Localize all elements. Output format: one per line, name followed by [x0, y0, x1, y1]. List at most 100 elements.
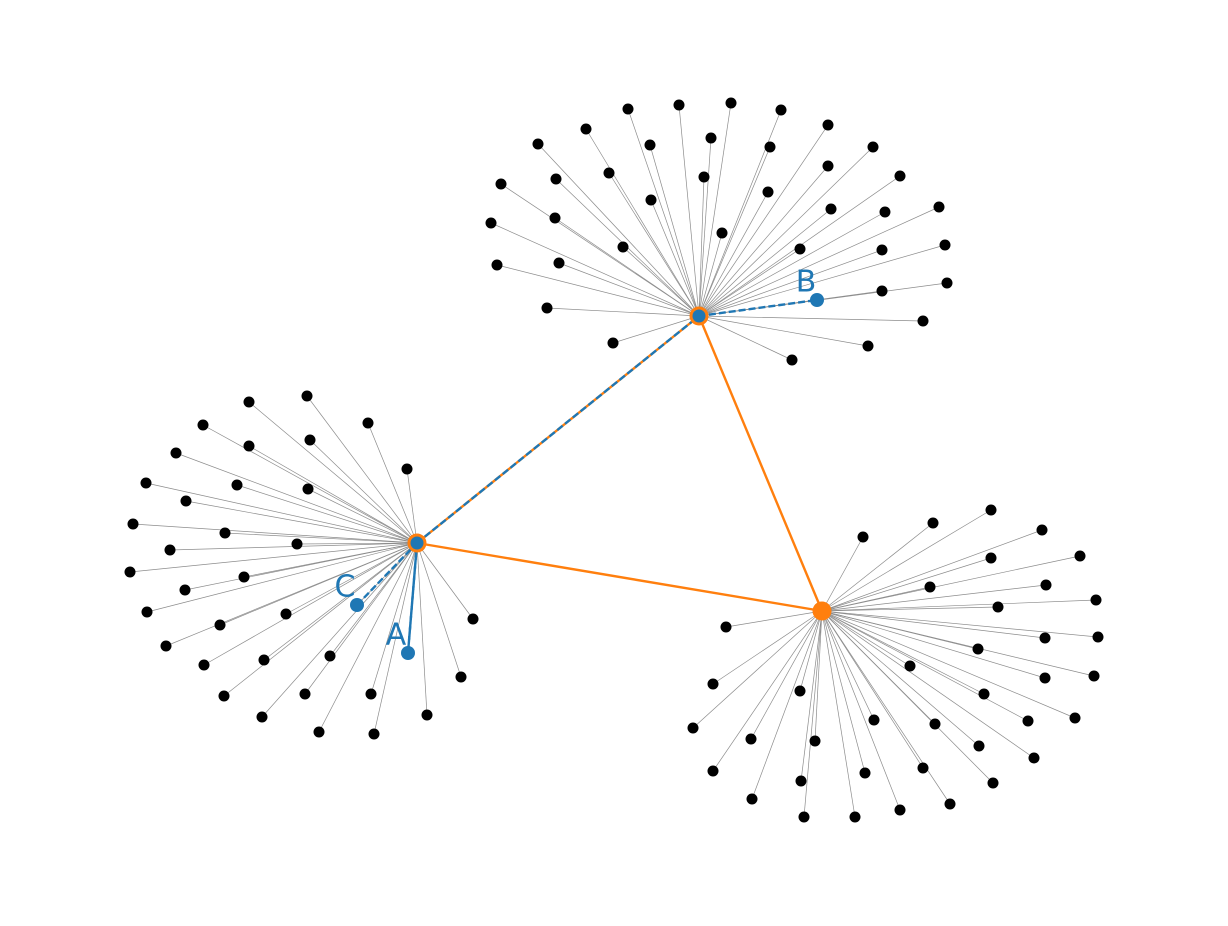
leaf-edge [698, 146, 874, 317]
leaf-node [580, 123, 592, 135]
leaf-node [607, 337, 619, 349]
leaf-node [985, 552, 997, 564]
leaf-node [972, 643, 984, 655]
leaf-edge [608, 172, 700, 317]
leaf-edge [132, 523, 418, 544]
leaf-edge [821, 610, 856, 818]
leaf-edge [821, 586, 931, 612]
leaf-node [849, 811, 861, 823]
leaf-edge [698, 146, 771, 317]
leaf-edge [698, 315, 793, 361]
leaf-node [707, 678, 719, 690]
node-label-a: A [386, 618, 407, 653]
leaf-node [795, 775, 807, 787]
leaf-node [867, 141, 879, 153]
leaf-edge [612, 315, 700, 344]
leaf-edge [751, 610, 823, 800]
leaf-node [764, 141, 776, 153]
leaf-node [198, 659, 210, 671]
leaf-edge [490, 222, 700, 317]
hub-top-path-marker [692, 309, 706, 323]
leaf-node [973, 740, 985, 752]
leaf-edge [698, 176, 705, 317]
leaf-edge [821, 610, 901, 811]
leaf-edge [821, 536, 864, 612]
leaf-edge [367, 422, 418, 544]
leaf-node [1028, 752, 1040, 764]
leaf-edge [821, 610, 1046, 679]
leaf-edge [373, 542, 418, 735]
leaf-node [550, 173, 562, 185]
leaf-node [491, 259, 503, 271]
leaf-node [238, 571, 250, 583]
leaf-edge [821, 610, 985, 695]
leaf-node [164, 544, 176, 556]
leaf-edge [203, 542, 418, 666]
leaf-node [745, 733, 757, 745]
leaf-edge [496, 264, 700, 317]
leaf-edge [698, 206, 940, 317]
leaf-node [256, 711, 268, 723]
leaf-node [1036, 524, 1048, 536]
leaf-node [698, 171, 710, 183]
leaf-edge [678, 104, 700, 317]
leaf-edge [821, 610, 951, 805]
leaf-node [302, 483, 314, 495]
leaf-node [705, 132, 717, 144]
leaf-edge [821, 610, 980, 747]
highlighted-path [356, 298, 818, 654]
leaf-edge [546, 307, 700, 317]
leaf-edge [698, 165, 829, 317]
leaf-edge [821, 610, 875, 721]
leaf-edge [309, 439, 418, 544]
leaf-edge [261, 542, 418, 718]
leaf-edge [416, 542, 428, 716]
leaf-node [231, 479, 243, 491]
leaf-edge [750, 610, 823, 740]
leaf-node [822, 119, 834, 131]
leaf-edge [821, 555, 1081, 612]
leaf-edge [692, 610, 823, 729]
leaf-node [243, 440, 255, 452]
leaf-node [673, 99, 685, 111]
leaf-edge [821, 522, 934, 612]
leaf-edge [803, 610, 823, 818]
leaf-edge [622, 246, 700, 317]
leaf-node [794, 243, 806, 255]
leaf-node [362, 417, 374, 429]
leaf-edge [650, 199, 700, 317]
leaf-node [924, 581, 936, 593]
leaf-node [822, 160, 834, 172]
leaf-node [762, 186, 774, 198]
path-edge [406, 542, 419, 654]
leaf-edge [712, 610, 823, 685]
leaf-node [927, 517, 939, 529]
leaf-edge [821, 606, 999, 612]
leaf-edge [236, 484, 418, 544]
leaf-node [304, 434, 316, 446]
leaf-node [180, 495, 192, 507]
leaf-node [1074, 550, 1086, 562]
leaf-node [214, 619, 226, 631]
leaf-node [313, 726, 325, 738]
hub-left-path-marker [410, 536, 424, 550]
leaf-edge [175, 452, 418, 544]
leaf-node [879, 206, 891, 218]
leaf-node [786, 354, 798, 366]
leaf-nodes [124, 97, 1104, 823]
leaf-edge [814, 610, 823, 742]
leaf-node [809, 735, 821, 747]
leaf-node [1022, 715, 1034, 727]
leaf-node [368, 728, 380, 740]
leaf-node [603, 167, 615, 179]
leaf-node [170, 447, 182, 459]
leaf-edge [698, 124, 829, 317]
leaf-node [876, 244, 888, 256]
leaf-node [904, 660, 916, 672]
leaf-edge [223, 542, 418, 697]
leaf-node [1088, 670, 1100, 682]
leaf-edge [698, 248, 801, 317]
leaf-edge [306, 395, 418, 544]
